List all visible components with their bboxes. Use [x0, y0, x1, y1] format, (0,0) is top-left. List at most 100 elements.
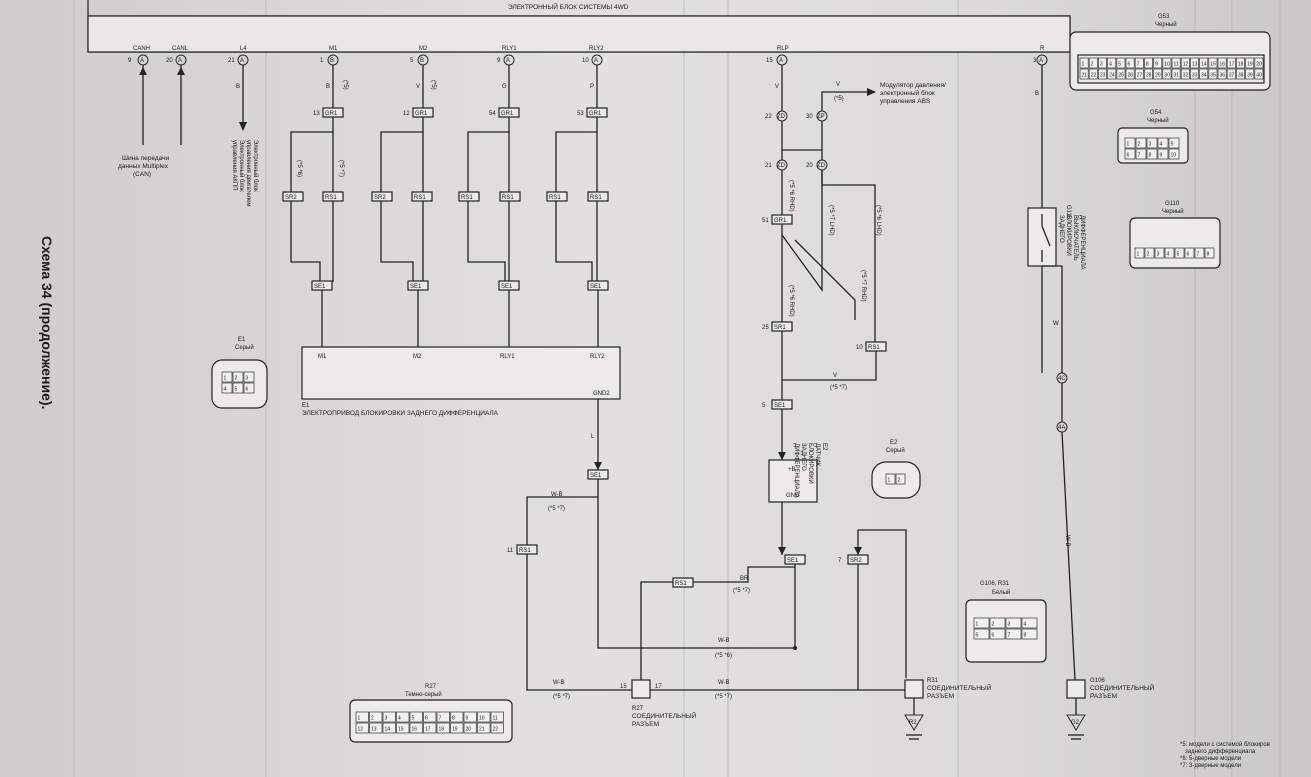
r27-pin-number: 17	[425, 727, 431, 733]
conn-se1-5-num: 5	[762, 403, 766, 409]
pin-conn-canh: A	[140, 58, 144, 64]
r27-pin-number: 20	[466, 727, 472, 733]
g106-pin-number: 6	[992, 633, 995, 639]
g53-pin-cell	[1098, 68, 1107, 80]
r27-pin-cell	[409, 711, 423, 723]
rlp-s56rhd: (*5 *6 RHD)	[788, 180, 794, 212]
bottom-wire-s56: (*5 *6)	[715, 653, 732, 659]
br-wire-s57: (*5 *7)	[733, 588, 750, 594]
gnd2-wire-wb: W-B	[551, 492, 563, 498]
g53-pin-number: 24	[1109, 73, 1115, 79]
ecu-title: ЭЛЕКТРОННЫЙ БЛОК СИСТЕМЫ 4WD	[508, 2, 629, 11]
g110-pin-cell	[1134, 247, 1145, 259]
pin-label-r: R	[1040, 46, 1045, 52]
r27-pin-number: 9	[466, 716, 469, 722]
r27-pin-number: 1	[358, 716, 361, 722]
r27-pin-cell	[463, 722, 477, 734]
g110-pin-number: 7	[1197, 252, 1200, 258]
g53-pin-cell	[1245, 68, 1255, 80]
g53-pin-cell	[1144, 57, 1153, 69]
g54-pin-cell	[1146, 137, 1158, 149]
r27-pin-cell	[463, 711, 477, 723]
r27-pin-number: 10	[479, 716, 485, 722]
g53-pin-cell	[1098, 57, 1107, 69]
g53-pin-cell	[1125, 68, 1135, 80]
r27-pin-cell	[396, 722, 410, 734]
g53-pin-number: 29	[1155, 73, 1161, 79]
pin-num-r: 3	[1033, 58, 1037, 64]
junction-r27: 15 17 R27 СОЕДИНИТЕЛЬНЫЙ РАЗЪЕМ RS1 BR (…	[553, 566, 905, 728]
conn-rly2-gr1: GR1	[589, 111, 602, 117]
pin-conn-m2: B	[420, 58, 424, 64]
g54-pin-cell	[1157, 137, 1169, 149]
g53-pin-number: 3	[1100, 62, 1103, 68]
g106-pin-cell	[1005, 628, 1022, 640]
r27-pin-number: 6	[425, 716, 428, 722]
rlp-wire-s57: (*5 *7)	[830, 385, 847, 391]
g53-pin-number: 8	[1146, 62, 1149, 68]
engine-ecu-line-2: управления двигателем	[245, 140, 251, 206]
g106-pin-number: 8	[1024, 633, 1027, 639]
zp-30-label: ZP	[817, 114, 825, 120]
g106-pin-number: 3	[1008, 622, 1011, 628]
g53-pin-cell	[1134, 57, 1144, 69]
g54-pin-cell	[1135, 137, 1147, 149]
g54-pin-number: 2	[1138, 142, 1141, 148]
g53-pin-cell	[1217, 57, 1227, 69]
g53-pin-cell	[1162, 68, 1172, 80]
g53-pin-number: 37	[1229, 73, 1235, 79]
g53-pin-number: 40	[1256, 73, 1262, 79]
g53-pin-cell	[1226, 57, 1236, 69]
e1-pin-number: 3	[246, 376, 249, 382]
g54-pin-number: 10	[1171, 153, 1177, 159]
g53-pin-number: 35	[1210, 73, 1216, 79]
can-bus-line-1: Шина передачи	[122, 155, 169, 162]
g106-pin-number: 2	[992, 622, 995, 628]
r27-wire-wb-2: W-B	[718, 680, 730, 686]
g53-pin-number: 5	[1118, 62, 1121, 68]
g53-pin-number: 21	[1082, 73, 1088, 79]
sensor-text-2: БЛОКИРОВКИ	[807, 443, 813, 484]
g54-pin-number: 6	[1127, 153, 1130, 159]
g110-name: G110	[1165, 201, 1180, 207]
motor-pin-rly1: RLY1	[500, 354, 515, 360]
g53-pin-cell	[1088, 57, 1098, 69]
g110-color: Черный	[1162, 208, 1184, 215]
motor-circuits: GR1 13 SR2 RS1 SE1 B (*5) (*5 *6) (*5 *7…	[282, 65, 609, 347]
r27-pin-number: 3	[385, 716, 388, 722]
r27-pin-cell	[396, 711, 410, 723]
motor-pin-m2: M2	[413, 354, 422, 360]
g53-color: Черный	[1155, 21, 1177, 28]
g54-name: G54	[1150, 110, 1162, 116]
g54-pin-cell	[1124, 148, 1136, 160]
r27-pin-cell	[355, 711, 369, 723]
rlp-s5lhd: (*5 *7 LHD)	[828, 205, 834, 236]
engine-ecu-line-1: Электронный блок	[252, 140, 259, 192]
g53-pin-number: 11	[1174, 62, 1179, 68]
r27-pin-number: 16	[412, 727, 418, 733]
g53-pin-number: 27	[1137, 73, 1143, 79]
r27-view-color: Темно-серый	[405, 691, 442, 698]
conn-rs1-11: RS1	[519, 548, 531, 554]
g53-pin-cell	[1245, 57, 1255, 69]
g53-pin-number: 6	[1128, 62, 1131, 68]
zd-21: 21	[765, 163, 772, 169]
sensor-text-3: ЗАДНЕГО	[800, 443, 806, 471]
pin-conn-l4: A	[240, 58, 244, 64]
side-title: Схема 34 (продолжение).	[39, 236, 55, 409]
modulator-wire-s5: (*5)	[834, 96, 844, 102]
g53-pin-cell	[1088, 68, 1098, 80]
g106-name: G106	[1090, 678, 1105, 684]
e1-pin-cell	[243, 382, 255, 394]
g54-pin-cell	[1135, 148, 1147, 160]
conn-m1-sr2: SR2	[285, 195, 297, 201]
footnotes: *5: модели с системой блокиров заднего д…	[1180, 741, 1270, 769]
junction-g106: G106 СОЕДИНИТЕЛЬНЫЙ РАЗЪЕМ G2	[1066, 678, 1155, 740]
pin-num-canh: 9	[128, 58, 132, 64]
view-e2: E2 Серый	[871, 440, 921, 499]
ground-g2: G2	[1071, 720, 1080, 726]
conn-m1-13: 13	[313, 111, 320, 117]
g53-pin-cell	[1180, 57, 1190, 69]
